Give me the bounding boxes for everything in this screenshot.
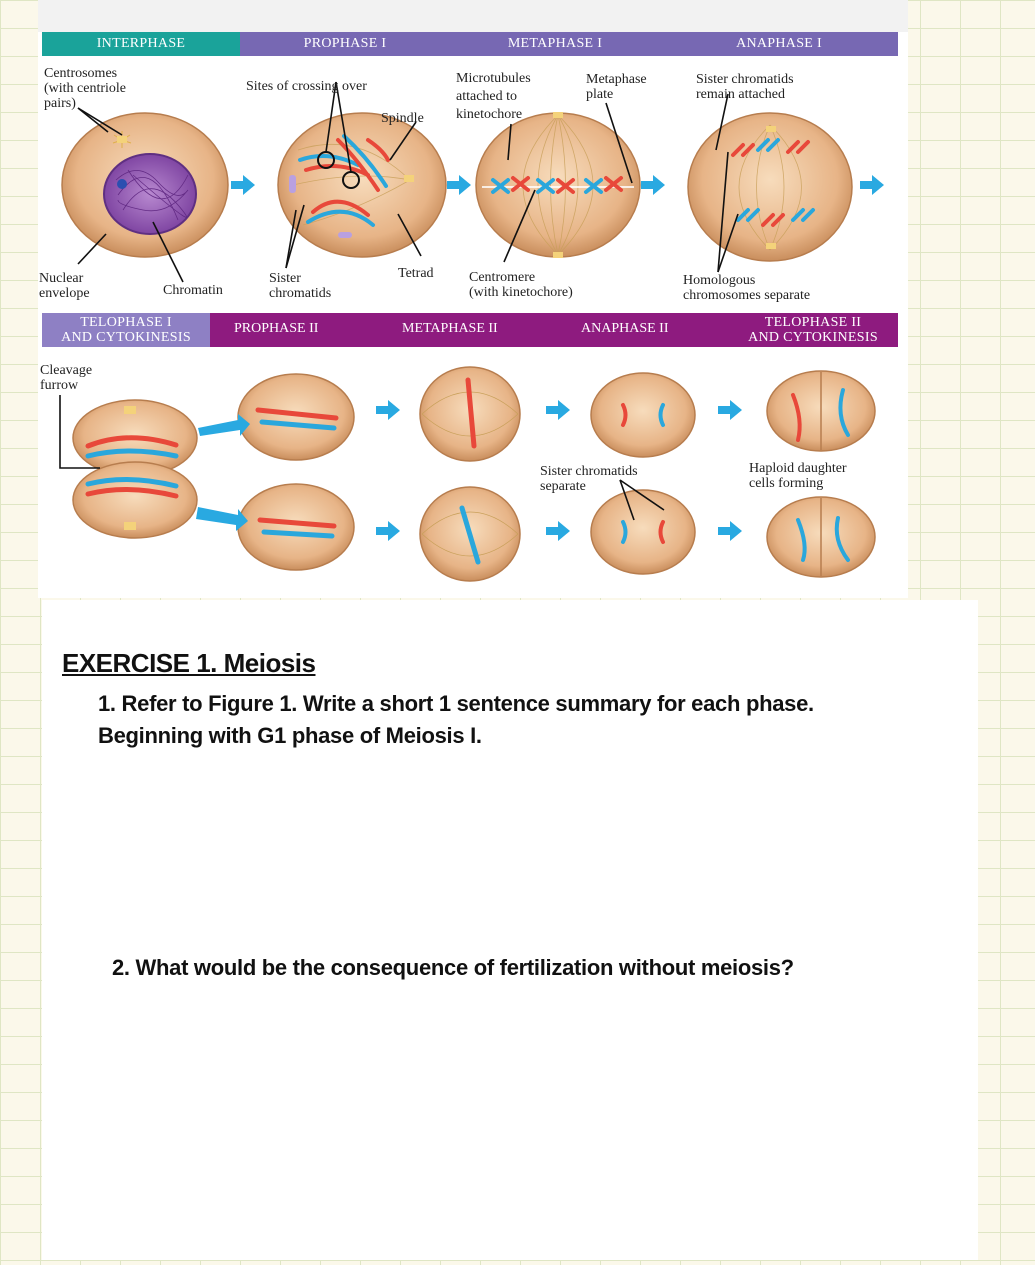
label-centrosomes: Centrosomes (with centriole pairs) (44, 66, 126, 111)
question-1-line2: Beginning with G1 phase of Meiosis I. (98, 723, 482, 748)
header-telophase-2: TELOPHASE II AND CYTOKINESIS (728, 313, 898, 347)
label-nuclear-envelope-l2: envelope (39, 286, 90, 301)
header-telophase-1-line2: AND CYTOKINESIS (61, 330, 191, 345)
label-centromere: Centromere (with kinetochore) (469, 270, 573, 300)
label-crossing-over: Sites of crossing over (246, 79, 367, 94)
label-microtubules-l2: attached to (456, 89, 518, 104)
header-telophase-1: TELOPHASE I AND CYTOKINESIS (42, 313, 210, 347)
label-sister-attached-l2: remain attached (696, 87, 786, 102)
label-homologous-l2: chromosomes separate (683, 288, 811, 303)
label-nuclear-envelope: Nuclear envelope (39, 271, 90, 301)
label-cleavage-furrow-l1: Cleavage (40, 363, 93, 378)
label-microtubules: Microtubules attached to kinetochore (456, 70, 531, 124)
label-sister-chromatids-l1: Sister (269, 271, 301, 286)
label-chromatin: Chromatin (163, 283, 223, 298)
header-anaphase-2: ANAPHASE II (581, 321, 669, 336)
cell-metaphase-1 (475, 112, 641, 258)
label-spindle: Spindle (381, 111, 424, 126)
row2-arrows (196, 400, 742, 541)
exercise-title: EXERCISE 1. Meiosis (62, 648, 316, 678)
label-centrosomes-l3: pairs) (44, 96, 76, 111)
cell-interphase (61, 112, 229, 258)
label-sister-separate-l2: separate (540, 479, 586, 494)
label-sister-separate: Sister chromatids separate (540, 464, 638, 494)
label-sister-chromatids: Sister chromatids (269, 271, 331, 301)
worksheet-page: EXERCISE 1. Meiosis 1. Refer to Figure 1… (42, 600, 978, 1260)
row1-leader-lines (77, 81, 739, 283)
header-meiosis-2 (210, 313, 898, 347)
header-prophase-1: PROPHASE I (240, 32, 450, 56)
cell-anaphase-1 (687, 112, 853, 262)
label-haploid-l2: cells forming (749, 476, 824, 491)
question-1-line1: 1. Refer to Figure 1. Write a short 1 se… (98, 691, 814, 716)
figure-top-strip (38, 0, 908, 32)
cell-telophase-2 (766, 370, 876, 578)
label-sister-chromatids-l2: chromatids (269, 286, 332, 301)
label-tetrad: Tetrad (398, 266, 434, 281)
label-metaphase-plate: Metaphase plate (586, 72, 647, 102)
label-sister-attached: Sister chromatids remain attached (696, 72, 794, 102)
label-sister-attached-l1: Sister chromatids (696, 72, 794, 87)
meiosis-artwork (59, 81, 884, 582)
header-metaphase-1: METAPHASE I (450, 32, 660, 56)
label-centromere-l2: (with kinetochore) (469, 285, 573, 300)
label-nuclear-envelope-l1: Nuclear (39, 271, 84, 286)
cell-telophase-1 (72, 399, 198, 539)
header-interphase: INTERPHASE (42, 32, 240, 56)
header-telophase-2-line1: TELOPHASE II (764, 315, 862, 330)
cell-prophase-1 (277, 112, 447, 258)
row2-leader-lines (59, 395, 665, 521)
row1-arrows (231, 175, 884, 195)
label-homologous-l1: Homologous (683, 273, 756, 288)
cell-metaphase-2 (419, 366, 521, 582)
label-cleavage-furrow-l2: furrow (40, 378, 79, 393)
label-metaphase-plate-l2: plate (586, 87, 614, 102)
label-centrosomes-l2: (with centriole (44, 81, 127, 96)
label-haploid-l1: Haploid daughter (749, 461, 847, 476)
header-anaphase-1: ANAPHASE I (660, 32, 898, 56)
label-haploid: Haploid daughter cells forming (749, 461, 847, 491)
label-microtubules-l3: kinetochore (456, 107, 523, 122)
label-microtubules-l1: Microtubules (456, 71, 531, 86)
label-centromere-l1: Centromere (469, 270, 536, 285)
header-telophase-1-line1: TELOPHASE I (80, 315, 172, 330)
label-sister-separate-l1: Sister chromatids (540, 464, 638, 479)
label-centrosomes-l1: Centrosomes (44, 66, 118, 81)
header-metaphase-2: METAPHASE II (402, 321, 498, 336)
label-homologous: Homologous chromosomes separate (683, 273, 810, 303)
cell-anaphase-2 (590, 372, 696, 575)
meiosis-figure: INTERPHASE PROPHASE I METAPHASE I ANAPHA… (38, 0, 908, 598)
question-2: 2. What would be the consequence of fert… (112, 955, 794, 980)
header-telophase-2-line2: AND CYTOKINESIS (748, 330, 878, 345)
header-prophase-2: PROPHASE II (234, 321, 319, 336)
label-metaphase-plate-l1: Metaphase (586, 72, 647, 87)
cell-prophase-2 (237, 373, 355, 571)
label-cleavage-furrow: Cleavage furrow (40, 363, 92, 393)
question-1: 1. Refer to Figure 1. Write a short 1 se… (98, 688, 814, 752)
